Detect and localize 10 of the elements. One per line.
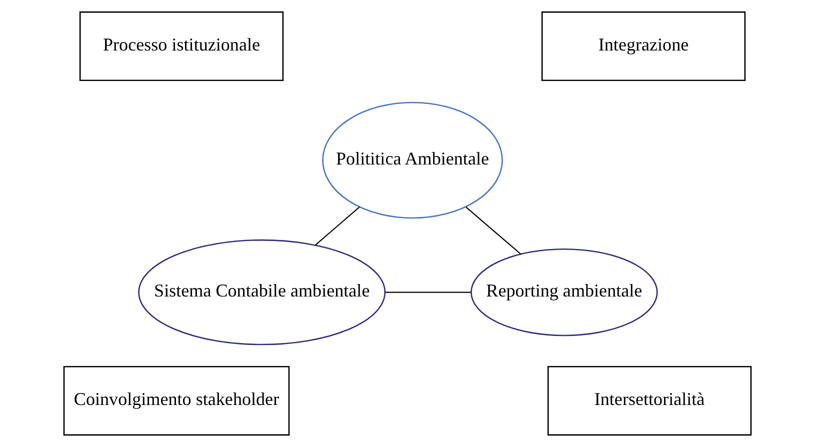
node-box: Processo istituzionale	[79, 11, 284, 82]
node-box: Intersettorialità	[547, 366, 752, 436]
node-box: Coinvolgimento stakeholder	[63, 366, 290, 436]
node-ellipse: Reporting ambientale	[470, 248, 658, 336]
node-box: Integrazione	[541, 11, 746, 82]
connector	[314, 206, 360, 246]
connector	[466, 206, 522, 254]
node-ellipse: Polititica Ambientale	[322, 102, 503, 219]
connector	[384, 292, 472, 293]
node-ellipse: Sistema Contabile ambientale	[138, 239, 386, 346]
